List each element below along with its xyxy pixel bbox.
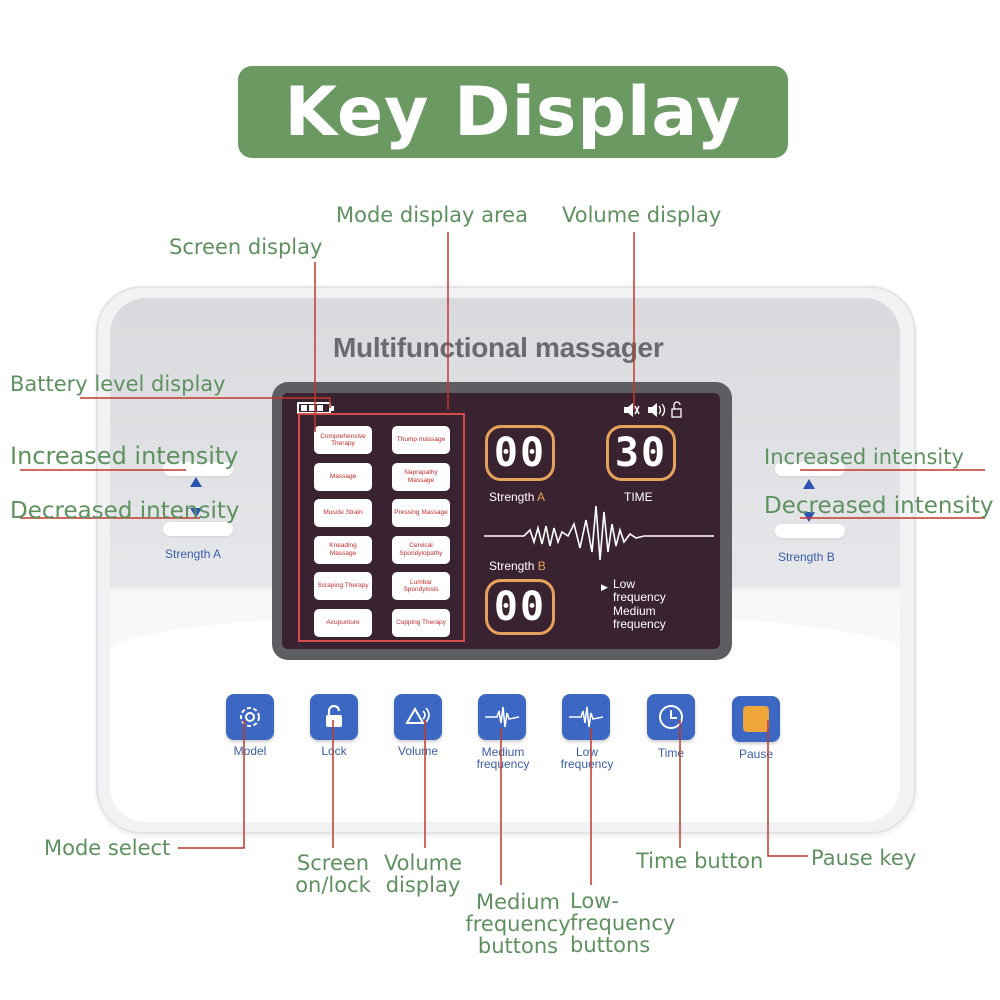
mode-item: Acupunture: [314, 608, 372, 637]
mode-item: Cupping Therapy: [392, 608, 450, 637]
callout-decreased-intensity-right: Decreased intensity: [764, 493, 994, 519]
strength-a-caption: Strength A: [489, 490, 546, 504]
mode-display-area: [298, 413, 465, 642]
callout-screen-display: Screen display: [169, 235, 323, 259]
waveform-icon: [569, 706, 603, 728]
callout-battery-level-display: Battery level display: [10, 372, 226, 396]
medium-frequency-button[interactable]: [478, 694, 526, 740]
medium-frequency-indicator: Medium frequency: [613, 604, 666, 631]
waveform-icon: [484, 505, 714, 561]
mode-item: Muscle Strain: [314, 499, 372, 527]
time-value: 30: [606, 425, 676, 481]
time-button[interactable]: [647, 694, 695, 740]
volume-button-label: Volume: [397, 744, 439, 758]
arrow-down-icon: [190, 508, 202, 518]
waveform-icon: [485, 706, 519, 728]
volume-status-icon: [624, 401, 682, 418]
callout-volume-display: Volume display: [562, 203, 722, 227]
strength-b-caption: Strength B: [489, 559, 546, 573]
clock-icon: [659, 705, 683, 729]
time-button-label: Time: [657, 746, 685, 760]
low-frequency-button-label: Low frequency: [560, 745, 614, 771]
low-frequency-indicator: Low frequency: [613, 577, 666, 604]
low-frequency-button[interactable]: [562, 694, 610, 740]
frequency-pointer-icon: ▶: [601, 582, 608, 592]
strength-b-value: 00: [485, 579, 555, 635]
strength-a-label: Strength A: [165, 547, 222, 561]
volume-button[interactable]: [394, 694, 442, 740]
callout-screen-on-lock: Screen on/lock: [295, 851, 371, 898]
mode-item: Lumbar Spondylosis: [392, 572, 450, 600]
mode-item: Pressing Massage: [392, 499, 450, 527]
strength-a-increase-button[interactable]: [163, 462, 233, 476]
title-banner: Key Display: [238, 66, 788, 158]
callout-medium-frequency-buttons: Medium frequency buttons: [465, 890, 571, 959]
callout-mode-select: Mode select: [44, 836, 171, 860]
lock-icon: [326, 704, 342, 727]
medium-frequency-button-label: Medium frequency: [476, 745, 530, 771]
mode-item: Kneading Massage: [314, 535, 372, 564]
strength-a-decrease-button[interactable]: [163, 522, 233, 536]
time-caption: TIME: [624, 490, 653, 504]
strength-b-increase-button[interactable]: [775, 462, 845, 476]
lock-button-label: Lock: [321, 744, 347, 758]
callout-volume-display-bottom: Volume display: [383, 851, 463, 898]
model-button[interactable]: [226, 694, 274, 740]
arrow-up-icon: [190, 477, 202, 487]
model-button-label: Model: [233, 744, 267, 758]
strength-b-label: Strength B: [778, 550, 835, 564]
mode-item: Scraping Therapy: [314, 572, 372, 600]
callout-increased-intensity-right: Increased intensity: [764, 445, 964, 469]
callout-pause-key: Pause key: [811, 846, 917, 870]
pause-button[interactable]: [732, 696, 780, 742]
pause-button-label: Pause: [738, 747, 774, 761]
callout-low-frequency-buttons: Low-frequency buttons: [570, 889, 676, 958]
volume-icon: [405, 706, 430, 724]
gear-icon: [240, 707, 260, 727]
device-name: Multifunctional massager: [333, 332, 664, 363]
callout-mode-display-area: Mode display area: [336, 203, 528, 227]
lock-button[interactable]: [310, 694, 358, 740]
mode-item: Naprapathy Massage: [392, 462, 450, 491]
strength-b-decrease-button[interactable]: [775, 524, 845, 538]
callout-time-button: Time button: [636, 849, 764, 873]
mode-item: Comprehensive Therapy: [314, 426, 372, 454]
callout-decreased-intensity-left: Decreased intensity: [10, 498, 240, 524]
callout-increased-intensity-left: Increased intensity: [10, 442, 239, 470]
page-title: Key Display: [284, 72, 742, 152]
mode-item: Cervical Spondylopathy: [392, 535, 450, 564]
arrow-up-icon: [803, 479, 815, 489]
mode-item: Massage: [314, 462, 372, 491]
pause-icon: [743, 706, 769, 732]
arrow-down-icon: [803, 512, 815, 522]
mode-item: Thump massage: [392, 426, 450, 454]
strength-a-value: 00: [485, 425, 555, 481]
